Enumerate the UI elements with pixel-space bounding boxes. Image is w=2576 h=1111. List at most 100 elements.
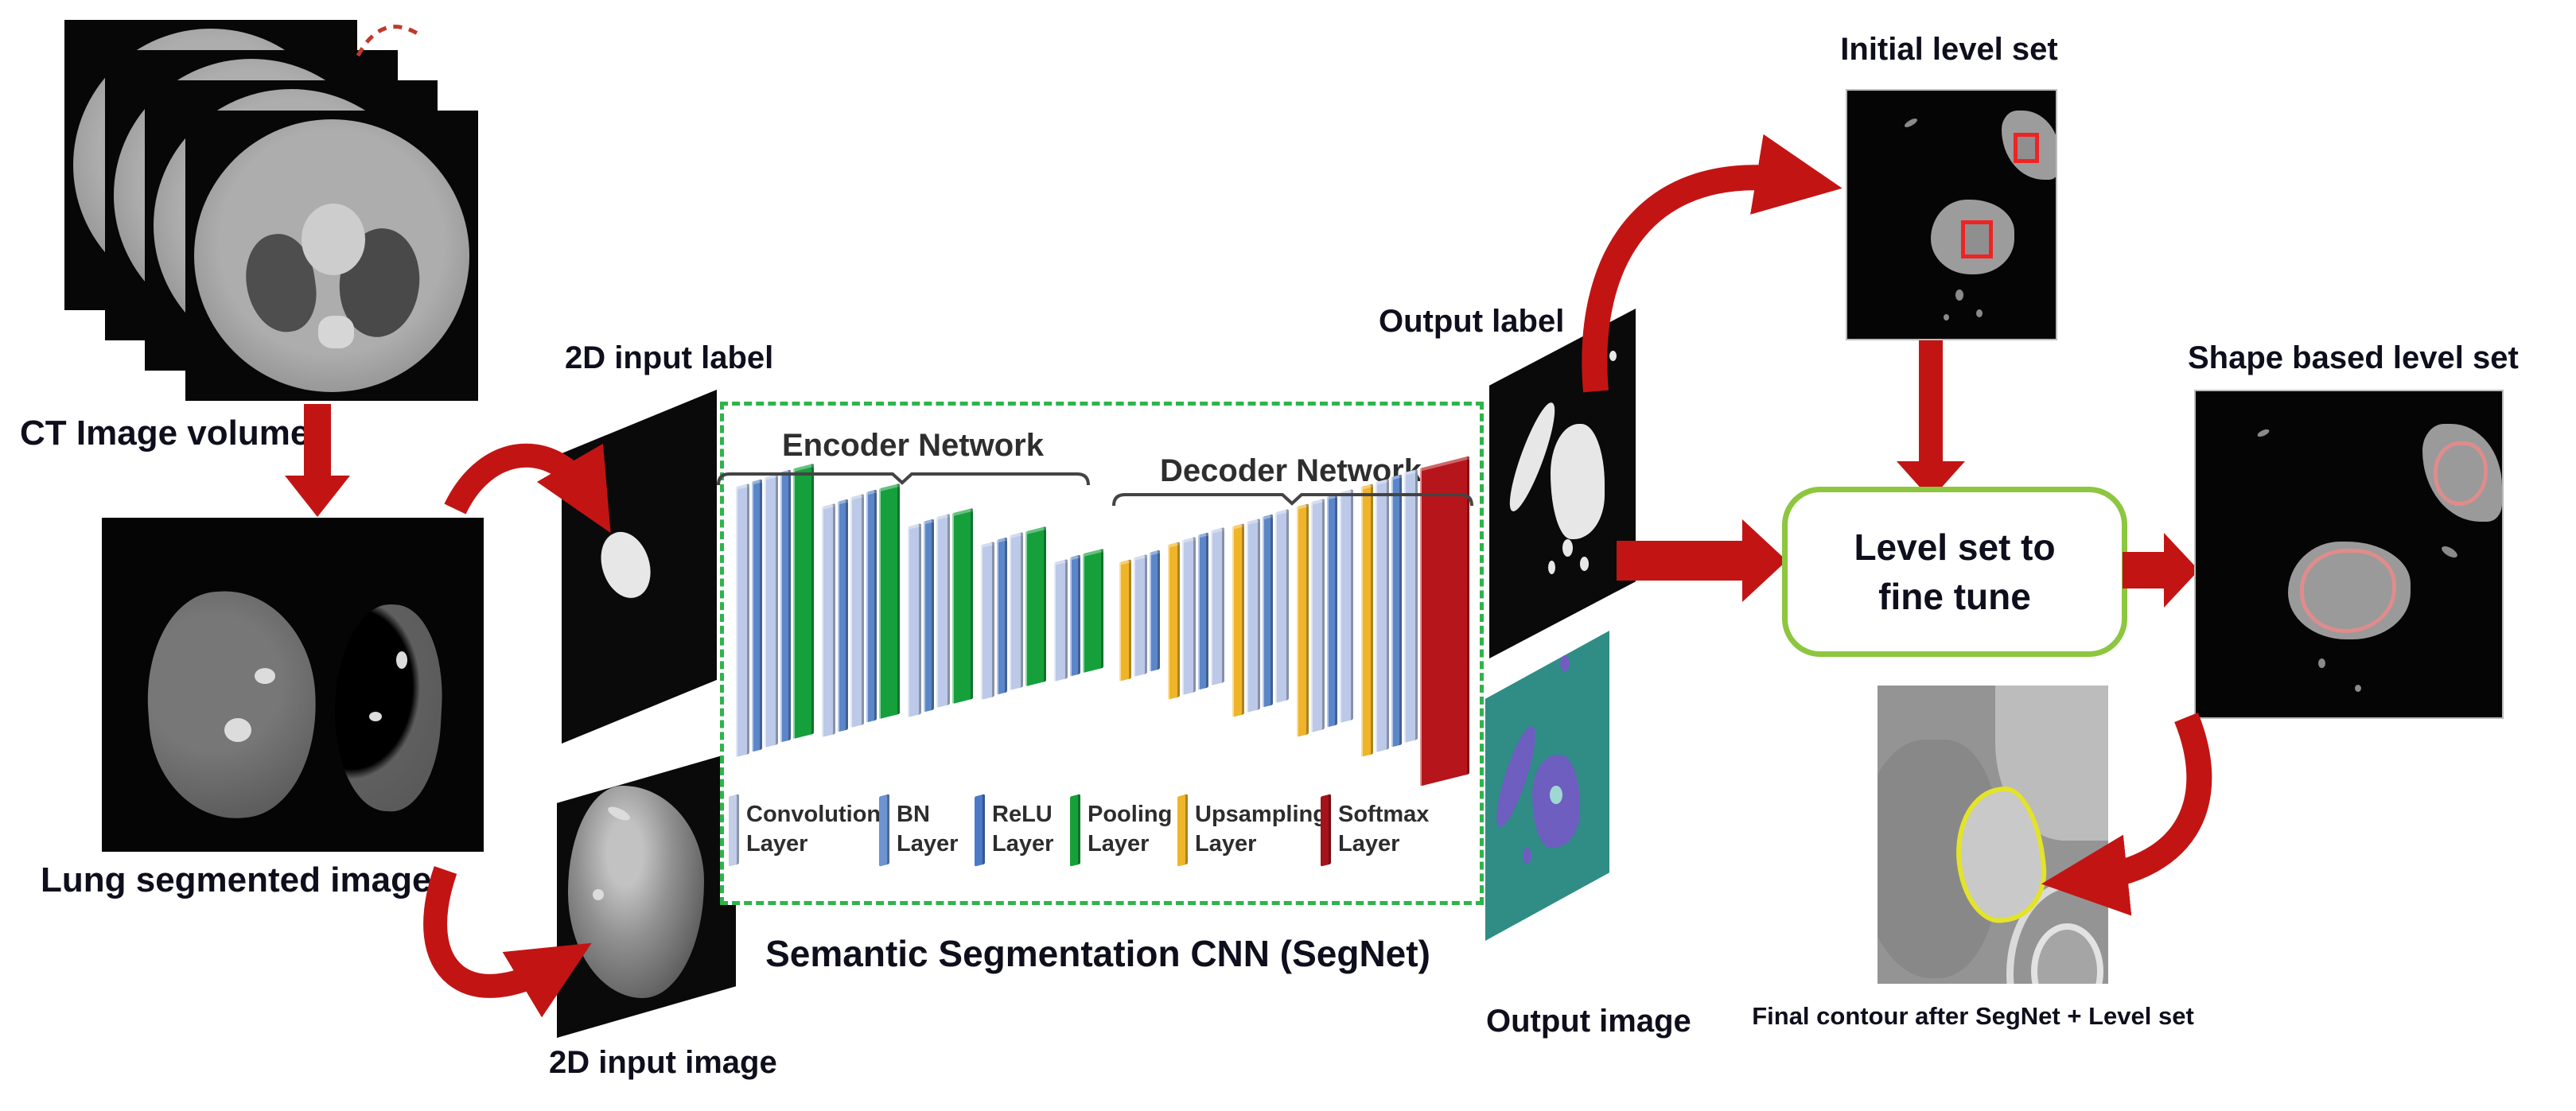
gray-region-main [2287,541,2411,639]
segnet-layer-slab-blue [752,479,762,752]
segnet-layer-slab-pale [1275,508,1289,704]
segnet-layer-slab-pale [1054,558,1068,682]
bright-spot [593,888,604,900]
output-image-sheet [1485,631,1609,941]
lung-segmented-label: Lung segmented image [41,860,432,899]
white-dot [1609,350,1617,361]
segnet-layer-slab-pale [936,513,950,709]
speck [1903,117,1919,130]
speck [1976,309,1983,317]
curved-arrow-lung-to-input-image [423,866,592,1018]
segnet-layer-slab-green [1025,526,1046,686]
contour-wedge [2433,441,2488,507]
contour-main [2299,549,2396,634]
white-dot [1562,539,1573,557]
segnet-layer-slab-blue [838,499,848,732]
speck [1943,313,1949,320]
input-label-sheet [562,390,717,744]
initial-level-set-label: Initial level set [1840,32,2058,67]
segnet-layer-slab-pale [908,522,921,718]
segnet-layer-slab-green [1083,548,1103,674]
segnet-layer-slab-blue [1150,550,1160,672]
segnet-layer-slab-blue [866,489,877,723]
final-caption: Final contour after SegNet + Level set [1752,1002,2194,1030]
segnet-layer-slab-blue [924,519,934,713]
legend-bar-relu [975,794,985,867]
legend-bar-pooling [1070,794,1080,867]
white-dot [1580,557,1590,571]
legend-bar-softmax [1321,794,1331,867]
segnet-layer-slab-blue [1070,554,1080,677]
gray-region-main [1930,200,2014,274]
segnet-layer-slab-blue [1327,494,1337,728]
left-lung-blob [139,585,324,825]
legend-bar-upsampling [1177,794,1188,867]
segnet-layer-slab-pale [1247,518,1260,713]
cyan-spot [1550,786,1562,805]
segnet-layer-slab-yellow [1361,484,1373,757]
ct-volume-label: CT Image volume [20,414,310,453]
legend-bar-convolution [729,794,739,867]
lung-tissue-blob [567,786,704,998]
speck [2256,428,2271,439]
purple-dot [1522,848,1531,864]
segnet-layer-slab-green [952,507,973,705]
seed-rect-main [1960,220,1993,259]
encoder-network-label: Encoder Network [782,428,1044,463]
segnet-layer-slab-blue [1263,514,1273,708]
speck [2355,685,2362,692]
segnet-layer-slab-pale [765,473,778,748]
segnet-layer-slab-yellow [1119,559,1131,682]
segnet-layer-slab-pale [1404,468,1418,744]
output-label-sheet [1489,309,1636,658]
tune-box-line2: fine tune [1878,576,2031,617]
segnet-layer-slab-green [879,483,900,720]
mediastinum-region [301,204,365,275]
speck [1955,289,1964,301]
purple-dot [1559,655,1570,671]
ct-slice-frame-front [185,111,478,401]
segnet-layer-slab-yellow [1297,503,1309,737]
white-lung-blob-large [1551,424,1605,540]
speck [2439,543,2460,560]
output-image-title: Output image [1486,1004,1691,1039]
level-set-fine-tune-box: Level set to fine tune [1782,487,2127,657]
seed-rect-wedge [2013,132,2039,163]
bright-spot [224,718,251,742]
bright-spot [255,668,275,684]
segnet-layer-slab-blue [1391,474,1402,748]
output-label-title: Output label [1379,304,1565,339]
segnet-caption: Semantic Segmentation CNN (SegNet) [765,933,1430,974]
input-label-title: 2D input label [565,340,774,375]
tune-box-line1: Level set to [1854,526,2056,568]
bright-spot [369,711,382,721]
segnet-layer-slab-pale [1182,536,1196,695]
gray-region-wedge [2001,110,2056,181]
segnet-layer-slab-blue [997,536,1007,695]
white-dot [1547,560,1555,575]
spine-region [317,315,354,349]
bright-spot [395,651,407,669]
segnet-layer-slab-pale [981,541,994,700]
segnet-layer-slab-pale [1134,554,1147,678]
input-image-title: 2D input image [549,1045,777,1080]
shape-level-set-label: Shape based level set [2188,340,2519,375]
segnet-layer-slab-pale [1376,478,1389,753]
right-lung-blob [329,601,447,814]
shape-level-set-image [2194,390,2504,719]
segnet-layer-slab-pale [1010,531,1023,690]
input-image-sheet [557,752,736,1038]
final-contour-image [1878,686,2108,984]
nodule-mask-blob [593,526,658,604]
segnet-layer-slab-green [793,463,814,740]
legend-bar-bn [879,794,889,867]
segnet-layer-slab-pale [1340,488,1353,724]
segnet-layer-slab-red [1420,456,1469,787]
ct-slice-image [194,118,469,393]
lung-segmented-image [102,518,484,852]
